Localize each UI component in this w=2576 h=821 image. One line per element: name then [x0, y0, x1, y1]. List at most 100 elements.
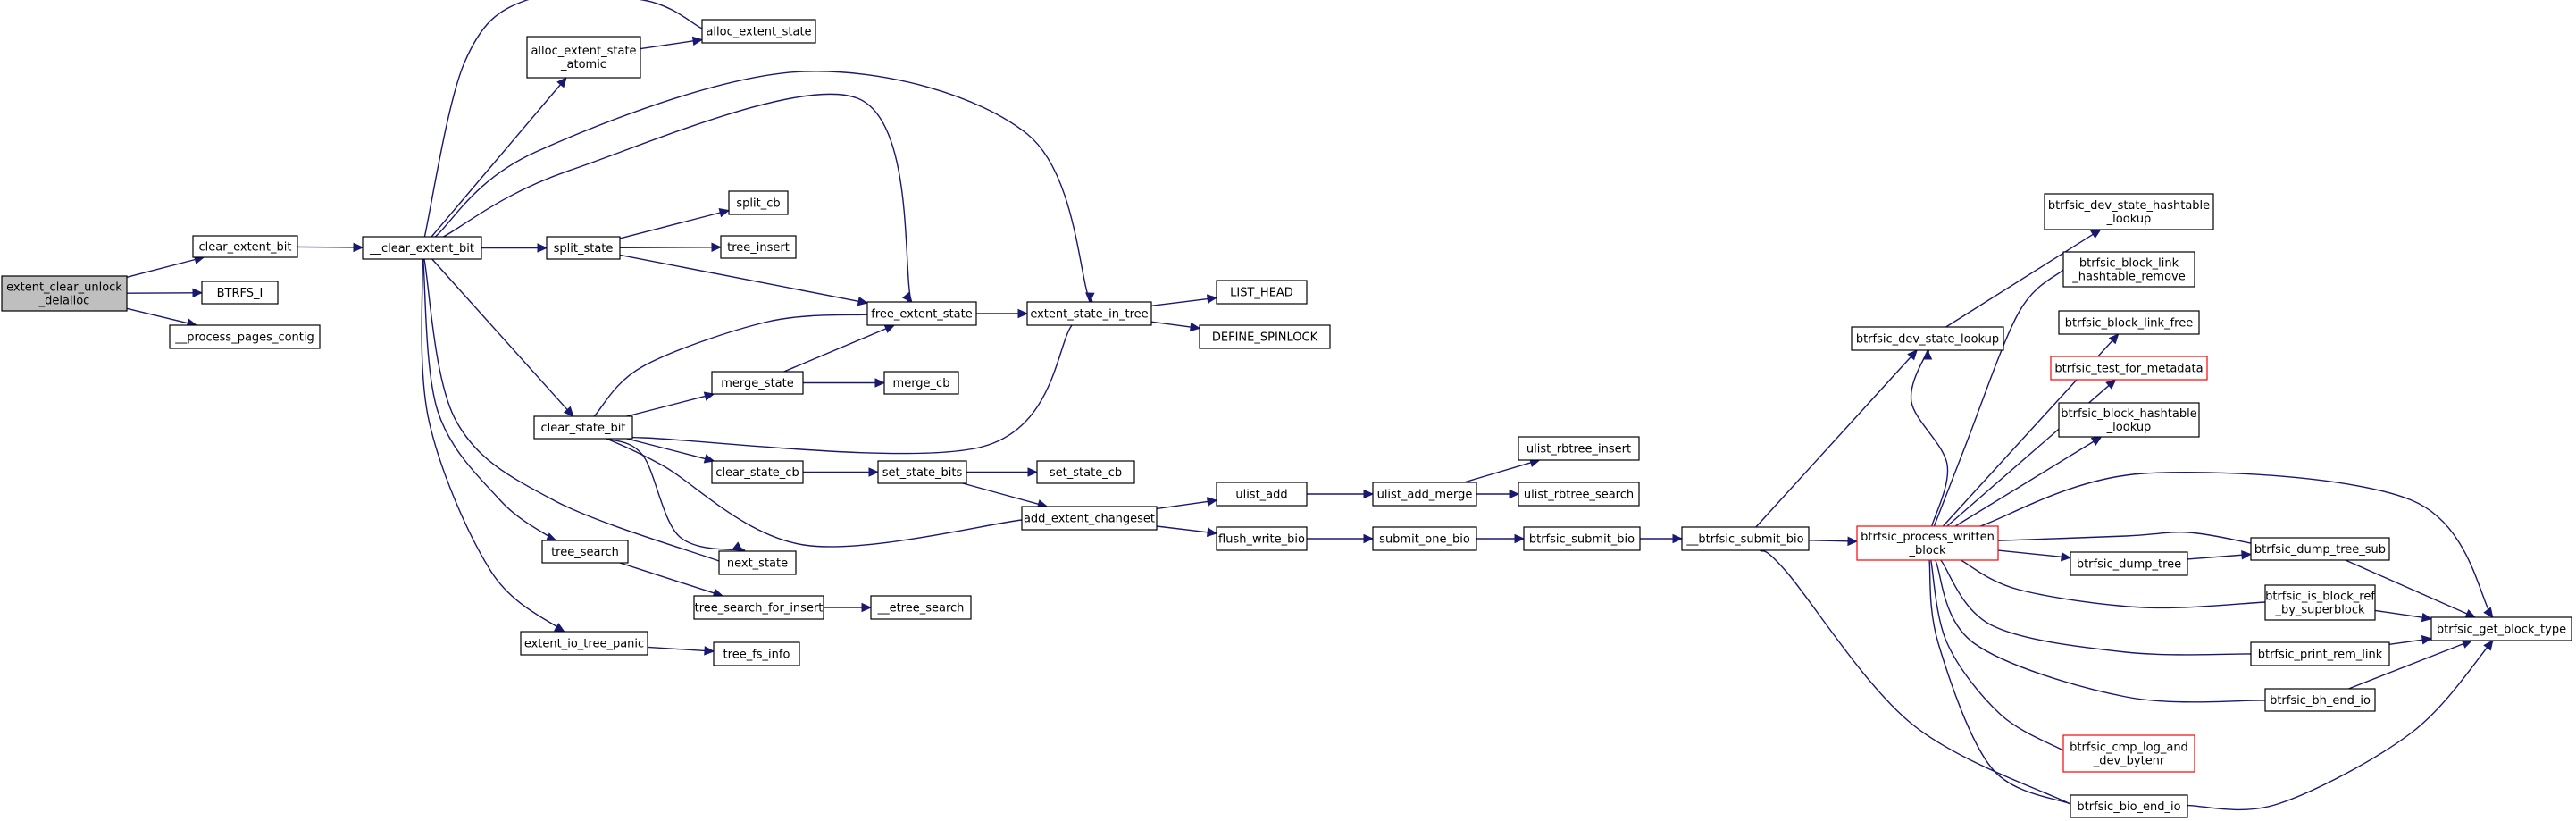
node-ulist-rbtree-insert[interactable]: ulist_rbtree_insert [1518, 436, 1640, 461]
edge-line [434, 71, 1095, 312]
node-btrfsic-test-for-metadata[interactable]: btrfsic_test_for_metadata [2050, 356, 2208, 381]
node-btrfsic-block-hashtable-lookup[interactable]: btrfsic_block_hashtable_lookup [2058, 402, 2200, 438]
arrowhead [1363, 533, 1375, 544]
node-btrfsic-submit-bio[interactable]: btrfsic_submit_bio [1523, 526, 1641, 551]
edge-btrfsic-dump-tree-sub-to-btrfsic-get-block-type [2345, 559, 2477, 618]
node-list-head[interactable]: LIST_HEAD [1216, 280, 1308, 305]
arrowhead [192, 288, 204, 298]
node-btrfsic-dump-tree[interactable]: btrfsic_dump_tree [2070, 551, 2188, 576]
edge-clear-extent-bit-to-extent-io-tree-panic [421, 258, 567, 635]
node-label: __etree_search [877, 602, 965, 616]
edge-btrfsic-process-written-block-to-btrfsic-bh-end-io [1935, 559, 2277, 703]
node-define-spinlock[interactable]: DEFINE_SPINLOCK [1199, 324, 1331, 349]
node-box [1026, 301, 1152, 326]
node-btrfsic-process-written-block[interactable]: btrfsic_process_written_block [1856, 525, 1999, 561]
node-btrfsic-dump-tree-sub[interactable]: btrfsic_dump_tree_sub [2250, 537, 2390, 561]
edge-btrfsic-process-written-block-to-btrfsic-dump-tree-sub [1997, 532, 2256, 545]
edge-line [606, 438, 1039, 548]
arrowhead [691, 36, 704, 46]
node-tree-insert[interactable]: tree_insert [720, 235, 797, 259]
node-free-extent-state[interactable]: free_extent_state [866, 301, 977, 326]
node-ulist-add[interactable]: ulist_add [1216, 482, 1308, 507]
node-btrfsic-get-block-type[interactable]: btrfsic_get_block_type [2430, 616, 2572, 641]
node-box [720, 235, 797, 259]
node-box [1021, 506, 1158, 531]
node-label: extent_io_tree_panic [524, 638, 644, 651]
node-process-pages-contig[interactable]: __process_pages_contig [169, 324, 321, 349]
arrowhead [1017, 308, 1029, 319]
node-clear-state-bit[interactable]: clear_state_bit [533, 415, 633, 440]
node-box [2044, 193, 2214, 230]
edge-line [647, 646, 706, 652]
node-box [201, 281, 279, 305]
node-set-state-cb[interactable]: set_state_cb [1036, 460, 1135, 484]
node-box [1518, 482, 1640, 507]
node-merge-state[interactable]: merge_state [711, 371, 804, 395]
node-next-state[interactable]: next_state [718, 550, 797, 575]
node-flush-write-bio[interactable]: flush_write_bio [1216, 526, 1308, 551]
edge-clear-extent-bit-to-split-state [481, 243, 548, 253]
node-box [2264, 688, 2376, 712]
node-btrfsic-bio-end-io[interactable]: btrfsic_bio_end_io [2070, 794, 2188, 818]
node-merge-cb[interactable]: merge_cb [883, 371, 959, 395]
node-submit-one-bio[interactable]: submit_one_bio [1372, 526, 1477, 551]
edge-clear-state-cb-to-set-state-bits [803, 467, 880, 477]
node-ulist-rbtree-search[interactable]: ulist_rbtree_search [1518, 482, 1640, 507]
edge-clear-extent-bit-to-free-extent-state [443, 93, 915, 315]
node-extent-state-in-tree[interactable]: extent_state_in_tree [1026, 301, 1152, 326]
node-clear-state-cb[interactable]: clear_state_cb [711, 460, 804, 484]
edge-flush-write-bio-to-submit-one-bio [1307, 533, 1375, 544]
node-alloc-extent-state[interactable]: alloc_extent_state [701, 19, 816, 44]
node-alloc-extent-state-atomic[interactable]: alloc_extent_state_atomic [526, 36, 641, 79]
node-btrfs-i[interactable]: BTRFS_I [201, 281, 279, 305]
node-label: btrfsic_dev_state_lookup [1856, 333, 1999, 347]
node-btrfsic-block-link-hashtable-remove[interactable]: btrfsic_block_link_hashtable_remove [2062, 251, 2195, 288]
node-label: clear_state_bit [541, 422, 626, 435]
node-btrfsic-bh-end-io[interactable]: btrfsic_bh_end_io [2264, 688, 2376, 712]
edge-extent-clear-unlock-delalloc-to-btrfs-i [126, 288, 204, 298]
node-extent-io-tree-panic[interactable]: extent_io_tree_panic [520, 631, 648, 656]
edge-set-state-bits-to-add-extent-changeset [962, 482, 1049, 509]
node-tree-fs-info[interactable]: tree_fs_info [713, 641, 800, 666]
node-btrfsic-block-link-free[interactable]: btrfsic_block_link_free [2058, 310, 2200, 335]
edge-line [431, 84, 562, 238]
node-label: _delalloc [38, 295, 90, 308]
arrowhead [545, 532, 557, 542]
arrowhead [704, 646, 715, 656]
edge-btrfsic-is-block-ref-by-superblock-to-btrfsic-get-block-type [2374, 609, 2433, 623]
node-btrfsic-print-rem-link[interactable]: btrfsic_print_rem_link [2250, 641, 2390, 666]
node-tree-search-for-insert[interactable]: tree_search_for_insert [693, 595, 824, 620]
node-set-state-bits[interactable]: set_state_bits [877, 460, 967, 484]
node-btrfsic-cmp-log-and-dev-bytenr[interactable]: btrfsic_cmp_log_and_dev_bytenr [2062, 734, 2195, 773]
node-btrfsic-submit-bio[interactable]: __btrfsic_submit_bio [1681, 526, 1810, 551]
node-add-extent-changeset[interactable]: add_extent_changeset [1021, 506, 1158, 531]
node-btrfsic-dev-state-hashtable-lookup[interactable]: btrfsic_dev_state_hashtable_lookup [2044, 193, 2214, 230]
node-split-state[interactable]: split_state [546, 236, 621, 260]
node-box [526, 36, 641, 79]
edge-clear-extent-bit-to-extent-state-in-tree [434, 71, 1095, 312]
node-ulist-add-merge[interactable]: ulist_add_merge [1372, 482, 1477, 507]
node-etree-search[interactable]: __etree_search [870, 595, 972, 620]
node-split-cb[interactable]: split_cb [728, 190, 789, 215]
edge-btrfsic-process-written-block-to-btrfsic-dump-tree [1997, 549, 2072, 562]
node-clear-extent-bit[interactable]: clear_extent_bit [192, 235, 298, 258]
edge-tree-search-for-insert-to-etree-search [824, 602, 873, 613]
edge-btrfsic-process-written-block-to-btrfsic-dev-state-lookup [1910, 348, 1949, 527]
edge-line [1933, 265, 2068, 527]
node-btrfsic-dev-state-lookup[interactable]: btrfsic_dev_state_lookup [1851, 326, 2004, 351]
node-label: __clear_extent_bit [369, 242, 474, 256]
arrowhead [1509, 489, 1520, 499]
edge-line [619, 562, 715, 594]
edge-btrfsic-process-written-block-to-btrfsic-block-hashtable-lookup [1954, 436, 2103, 527]
arrowhead [2421, 612, 2433, 623]
node-extent-clear-unlock-delalloc[interactable]: extent_clear_unlock_delalloc [1, 275, 128, 312]
node-label: extent_state_in_tree [1030, 308, 1148, 322]
arrowhead [874, 378, 886, 388]
edge-line [1935, 559, 2277, 703]
edge-line [1979, 471, 2497, 624]
node-btrfsic-is-block-ref-by-superblock[interactable]: btrfsic_is_block_ref_by_superblock [2264, 584, 2376, 621]
node-clear-extent-bit[interactable]: __clear_extent_bit [362, 236, 482, 260]
arrowhead [718, 208, 731, 218]
node-tree-search[interactable]: tree_search [541, 540, 629, 564]
node-label: btrfsic_dump_tree_sub [2254, 543, 2386, 557]
